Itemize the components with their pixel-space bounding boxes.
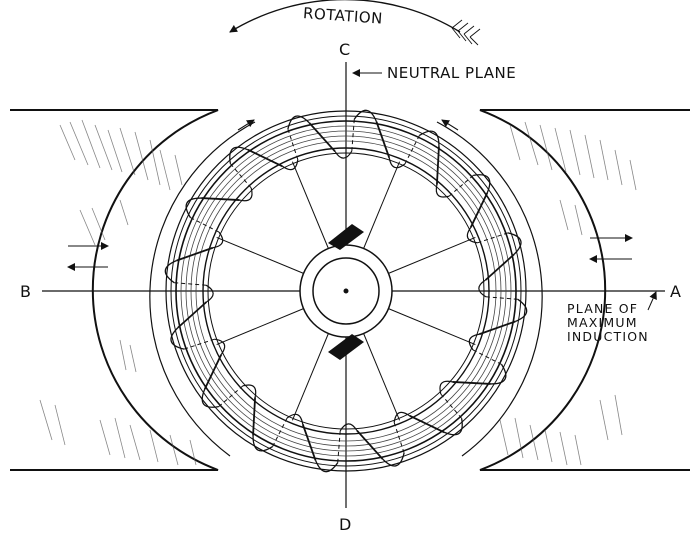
neutral-plane-label: NEUTRAL PLANE xyxy=(387,64,516,82)
point-c-label: C xyxy=(339,40,350,59)
right-arc-arrow xyxy=(441,119,459,131)
spoke xyxy=(388,236,476,274)
coil xyxy=(419,130,474,198)
field-arrows xyxy=(67,119,633,271)
rotation-arrow xyxy=(229,0,461,33)
right-pole-piece xyxy=(479,109,690,471)
spoke xyxy=(216,236,304,274)
spoke xyxy=(363,333,401,421)
coil xyxy=(468,298,528,365)
top-brush xyxy=(328,224,364,250)
left-arc-arrow xyxy=(237,119,255,131)
coil xyxy=(272,413,339,473)
coil xyxy=(353,109,420,169)
brushes xyxy=(328,224,364,360)
coil xyxy=(170,282,214,350)
coil xyxy=(287,115,355,159)
point-a-label: A xyxy=(670,282,681,301)
neutral-plane-callout: NEUTRAL PLANE xyxy=(352,64,516,82)
coil xyxy=(164,217,224,284)
max-induction-callout: PLANE OF MAXIMUM INDUCTION xyxy=(567,291,657,344)
coil xyxy=(478,232,522,300)
bottom-brush xyxy=(328,334,364,360)
coil xyxy=(393,411,463,454)
point-d-label: D xyxy=(339,515,351,534)
spoke xyxy=(388,308,476,346)
coil xyxy=(218,384,273,452)
coil xyxy=(337,423,405,467)
rotation-indicator: ROTATION xyxy=(229,0,481,46)
coil xyxy=(229,128,299,171)
left-guide-arc-stroke xyxy=(149,121,256,457)
rotation-arrow-feather xyxy=(451,19,481,46)
plane-label-line2: MAXIMUM xyxy=(567,315,638,330)
hub xyxy=(299,244,393,338)
point-b-label: B xyxy=(20,282,31,301)
plane-label-line1: PLANE OF xyxy=(567,301,638,316)
coil xyxy=(466,174,509,244)
armature-ring xyxy=(165,110,527,472)
flux-guide-arcs xyxy=(149,121,543,457)
coil xyxy=(439,364,507,419)
armature-spokes xyxy=(216,161,476,421)
left-pole-piece xyxy=(10,109,219,471)
coil xyxy=(183,338,226,408)
coil xyxy=(185,163,253,218)
spoke xyxy=(363,161,401,249)
right-guide-arc-stroke xyxy=(436,121,543,457)
spoke xyxy=(216,308,304,346)
spoke xyxy=(291,161,329,249)
coil-windings xyxy=(164,109,528,473)
rotation-label: ROTATION xyxy=(302,4,383,28)
plane-label-line3: INDUCTION xyxy=(567,329,649,344)
spoke xyxy=(291,333,329,421)
